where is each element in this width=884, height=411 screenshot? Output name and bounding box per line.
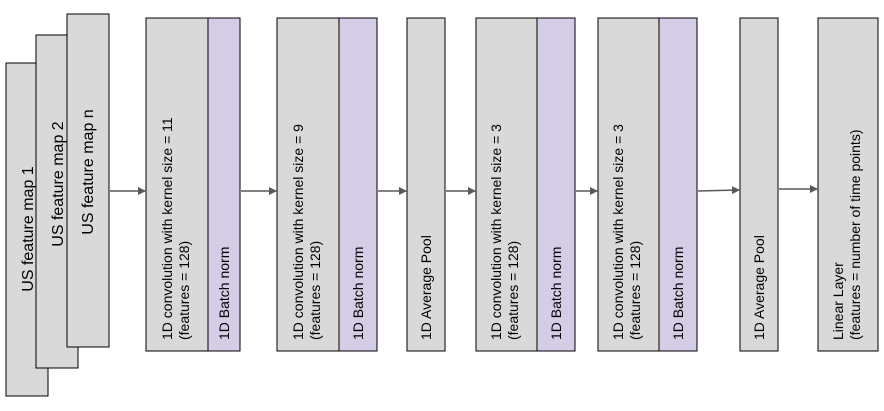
avg-pool-block-2-label: 1D Average Pool — [751, 235, 767, 340]
feature-map-n-label: US feature map n — [80, 109, 97, 234]
avg-pool-block-1: 1D Average Pool — [406, 17, 446, 352]
feature-map-n-box — [66, 13, 110, 348]
batch-norm-block-4-label: 1D Batch norm — [670, 247, 686, 340]
batch-norm-block-3-box — [536, 17, 576, 352]
batch-norm-block-3: 1D Batch norm — [536, 17, 576, 352]
conv-block-1-label: 1D convolution with kernel size = 11 (fe… — [159, 113, 192, 340]
feature-map-1-label: US feature map 1 — [20, 166, 37, 292]
conv-block-4: 1D convolution with kernel size = 3 (fea… — [597, 17, 660, 352]
batch-norm-block-2-box — [338, 17, 378, 352]
batch-norm-block-4: 1D Batch norm — [658, 17, 698, 352]
batch-norm-block-3-label: 1D Batch norm — [548, 247, 564, 340]
linear-layer-block: Linear Layer (features = number of time … — [817, 17, 879, 352]
feature-map-n: US feature map n — [66, 13, 110, 348]
linear-layer-block-box — [817, 17, 879, 352]
conv-block-2-label: 1D convolution with kernel size = 9 (fea… — [290, 120, 323, 340]
linear-layer-block-label: Linear Layer (features = number of time … — [830, 130, 863, 341]
conv-block-1-box — [145, 17, 209, 352]
conv-block-3-box — [475, 17, 538, 352]
conv-block-2: 1D convolution with kernel size = 9 (fea… — [276, 17, 340, 352]
conv-block-1: 1D convolution with kernel size = 11 (fe… — [145, 17, 209, 352]
feature-map-2-label: US feature map 2 — [50, 121, 67, 247]
avg-pool-block-1-label: 1D Average Pool — [418, 235, 434, 340]
batch-norm-block-1-box — [207, 17, 241, 352]
avg-pool-block-2-box — [739, 17, 779, 352]
batch-norm-block-1-label: 1D Batch norm — [216, 247, 232, 340]
conv-block-4-label: 1D convolution with kernel size = 3 (fea… — [610, 120, 643, 340]
flow-arrows — [110, 185, 818, 195]
conv-block-3: 1D convolution with kernel size = 3 (fea… — [475, 17, 538, 352]
batch-norm-block-2: 1D Batch norm — [338, 17, 378, 352]
batch-norm-block-2-label: 1D Batch norm — [350, 247, 366, 340]
conv-block-3-label: 1D convolution with kernel size = 3 (fea… — [488, 120, 521, 340]
layer-blocks: 1D convolution with kernel size = 11 (fe… — [145, 17, 879, 352]
avg-pool-block-1-box — [406, 17, 446, 352]
conv-block-2-box — [276, 17, 340, 352]
input-feature-map-stack: US feature map 1 US feature map 2 US fea… — [5, 13, 110, 397]
arrow-norm4-to-pool2 — [697, 186, 740, 195]
batch-norm-block-1: 1D Batch norm — [207, 17, 241, 352]
batch-norm-block-4-box — [658, 17, 698, 352]
avg-pool-block-2: 1D Average Pool — [739, 17, 779, 352]
